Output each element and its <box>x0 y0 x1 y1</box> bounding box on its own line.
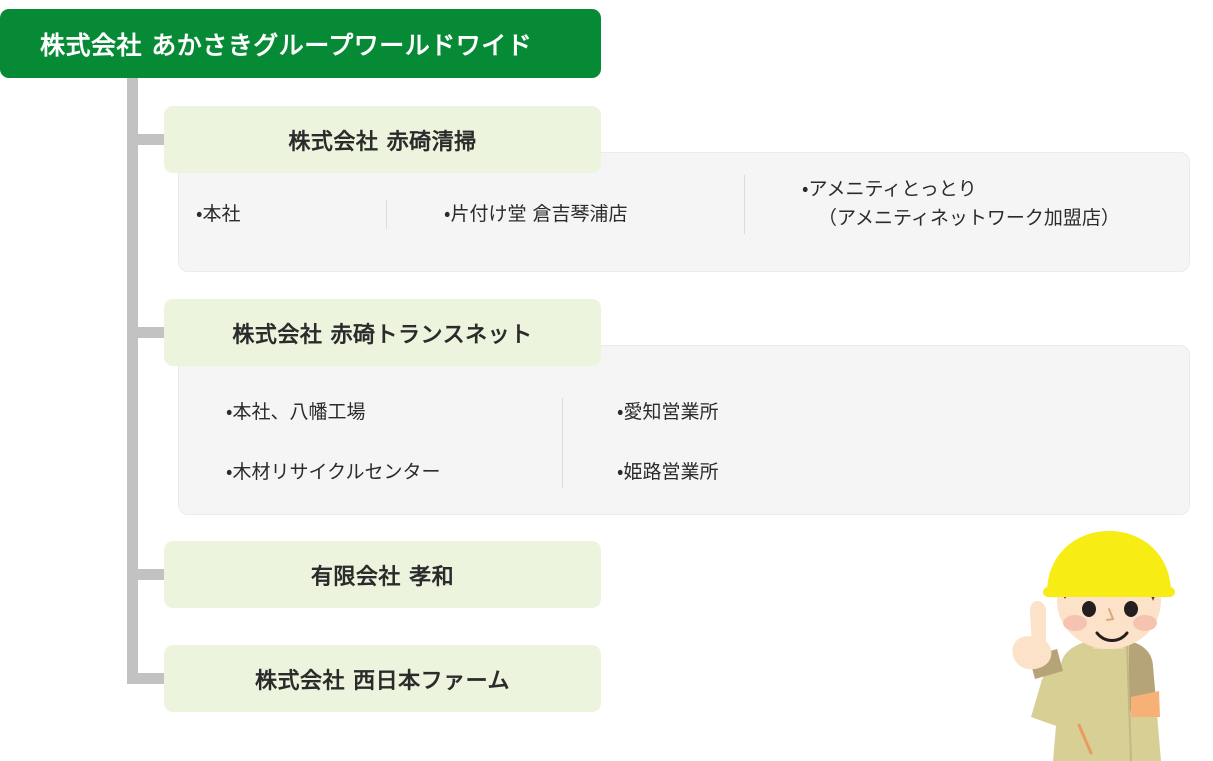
branch-node-2-label: 株式会社 赤碕トランスネット <box>232 322 533 348</box>
pointing-finger <box>1030 601 1046 645</box>
mouth <box>1095 631 1129 642</box>
detail-item: ・本社、八幡工場 <box>226 401 366 423</box>
jacket-zipper <box>1077 723 1093 755</box>
branch-node-2[interactable]: 株式会社 赤碕トランスネット <box>164 299 601 366</box>
detail-item: ・姫路営業所 <box>617 461 719 484</box>
connector-stub-1 <box>127 134 172 145</box>
branch-node-4-label: 株式会社 西日本ファーム <box>254 668 510 694</box>
jacket-orange-accent <box>1131 691 1160 717</box>
root-node-label: 株式会社 あかさきグループワールドワイド <box>40 30 533 60</box>
nose <box>1106 608 1115 621</box>
detail-item-subnote: （アメニティネットワーク加盟店） <box>818 207 1120 230</box>
hard-hat-brim <box>1043 587 1175 597</box>
cheek-left <box>1063 615 1087 631</box>
branch-node-1[interactable]: 株式会社 赤碕清掃 <box>164 106 601 173</box>
connector-stub-4 <box>127 673 172 684</box>
branch-node-1-label: 株式会社 赤碕清掃 <box>288 129 477 155</box>
detail-item-main: ・アメニティとっとり <box>802 178 977 200</box>
detail-column-2-2: ・愛知営業所 ・姫路営業所 <box>562 398 962 488</box>
detail-item: ・木材リサイクルセンター <box>226 461 441 484</box>
hard-hat <box>1047 531 1171 593</box>
detail-item: ・愛知営業所 <box>617 401 719 423</box>
cheek-right <box>1133 615 1157 631</box>
eye-left <box>1082 601 1096 617</box>
detail-item: ・片付け堂 倉吉琴浦店 <box>444 203 628 225</box>
branch-node-3[interactable]: 有限会社 孝和 <box>164 541 601 608</box>
detail-item-multiline: ・アメニティとっとり （アメニティネットワーク加盟店） <box>802 175 1184 234</box>
branch-node-4[interactable]: 株式会社 西日本ファーム <box>164 645 601 712</box>
detail-column-1-2: ・片付け堂 倉吉琴浦店 <box>386 200 742 230</box>
detail-panel-1 <box>178 152 1190 272</box>
detail-item: ・本社 <box>196 203 241 225</box>
branch-node-3-label: 有限会社 孝和 <box>310 564 455 590</box>
detail-column-1-1: ・本社 <box>196 200 386 229</box>
detail-column-2-1: ・本社、八幡工場 ・木材リサイクルセンター <box>226 398 562 488</box>
connector-stub-3 <box>127 569 172 580</box>
construction-worker-mascot <box>1012 531 1175 761</box>
connector-trunk <box>127 72 138 684</box>
detail-column-1-3: ・アメニティとっとり （アメニティネットワーク加盟店） <box>744 175 1184 234</box>
jacket-arm <box>1031 669 1071 727</box>
root-node[interactable]: 株式会社 あかさきグループワールドワイド <box>0 9 601 78</box>
jacket-seam <box>1126 642 1132 761</box>
connector-stub-2 <box>127 327 172 338</box>
eye-right <box>1124 601 1138 617</box>
detail-panel-2 <box>178 345 1190 515</box>
